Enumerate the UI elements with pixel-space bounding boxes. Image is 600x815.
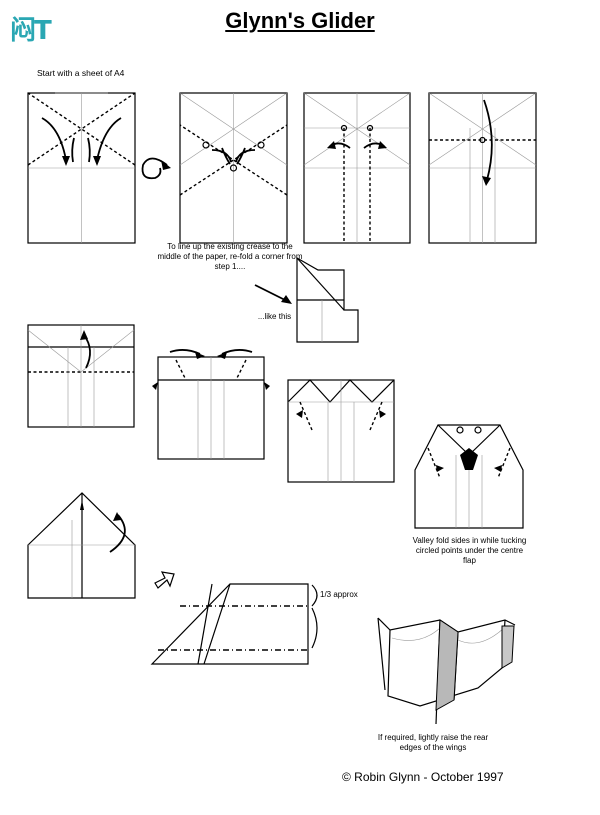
step-4-sheet (428, 92, 537, 244)
caption-start: Start with a sheet of A4 (37, 68, 125, 78)
caption-like-this: ...like this (257, 312, 292, 321)
step-5-sheet (27, 324, 135, 428)
step-10-side-view (150, 583, 318, 665)
caption-line-up: To line up the existing crease to the mi… (157, 242, 303, 271)
turn-over-arrow-icon (141, 157, 171, 180)
step-1-sheet (27, 92, 136, 244)
rotate-arrow-icon (154, 571, 175, 589)
caption-valley-fold: Valley fold sides in while tucking circl… (412, 536, 527, 565)
step-7-sheet (287, 379, 395, 483)
step-11-finished-glider (377, 617, 516, 725)
copyright-text: © Robin Glynn - October 1997 (342, 770, 504, 784)
step-9-sheet (27, 492, 136, 599)
page-title: Glynn's Glider (225, 8, 375, 33)
corner-refold-detail (254, 256, 359, 343)
caption-raise-edges: If required, lightly raise the rear edge… (377, 733, 489, 752)
step-8-sheet (414, 424, 524, 529)
step-3-sheet (303, 92, 411, 244)
caption-third-approx: 1/3 approx (320, 590, 358, 599)
step-2-sheet (179, 92, 288, 244)
step-6-sheet (152, 349, 270, 460)
site-logo: 闷T (10, 16, 52, 46)
